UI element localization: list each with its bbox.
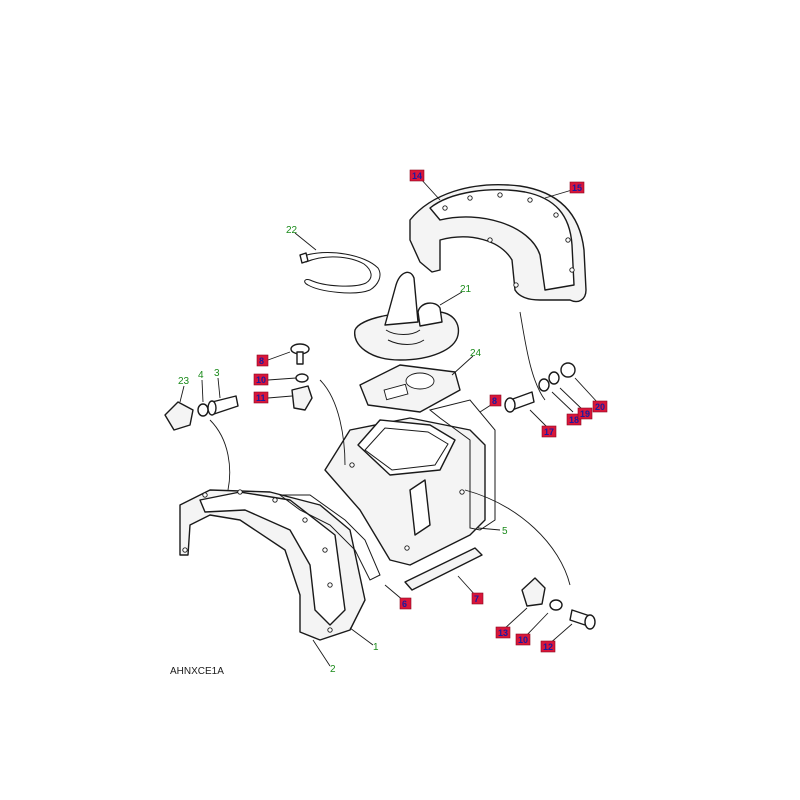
callout-3: 3 — [214, 368, 220, 379]
callout-8-left: 8 — [256, 354, 269, 367]
svg-text:22: 22 — [286, 225, 298, 236]
callout-17: 17 — [541, 425, 557, 438]
callout-8-right: 8 — [489, 394, 502, 407]
svg-text:20: 20 — [595, 402, 605, 412]
leader-lines — [179, 177, 599, 667]
svg-text:15: 15 — [572, 183, 582, 193]
svg-text:17: 17 — [544, 427, 554, 437]
svg-text:4: 4 — [198, 370, 204, 381]
svg-text:11: 11 — [256, 393, 266, 403]
callout-10-bottom: 10 — [515, 633, 531, 646]
svg-text:7: 7 — [474, 594, 479, 604]
svg-text:18: 18 — [569, 415, 579, 425]
svg-text:23: 23 — [178, 376, 190, 387]
callout-19: 19 — [577, 407, 593, 420]
callout-6: 6 — [399, 597, 412, 610]
svg-text:24: 24 — [470, 348, 482, 359]
callout-23: 23 — [178, 376, 190, 387]
seal-plate-part — [359, 364, 461, 413]
callout-14: 14 — [409, 169, 425, 182]
svg-text:12: 12 — [543, 642, 553, 652]
callout-22: 22 — [286, 225, 298, 236]
callout-2: 2 — [330, 664, 336, 675]
svg-text:10: 10 — [256, 375, 266, 385]
svg-text:2: 2 — [330, 664, 336, 675]
callout-12: 12 — [540, 640, 556, 653]
seal-strip-part — [404, 547, 483, 591]
svg-text:19: 19 — [580, 409, 590, 419]
svg-text:1: 1 — [373, 642, 379, 653]
gear-lever-gaiter-part — [354, 271, 460, 361]
svg-text:10: 10 — [518, 635, 528, 645]
svg-text:8: 8 — [492, 396, 497, 406]
svg-text:8: 8 — [259, 356, 264, 366]
callout-24: 24 — [470, 348, 482, 359]
lower-tunnel-flange-part — [179, 489, 381, 641]
gasket-part — [428, 399, 496, 531]
callout-20: 20 — [592, 400, 608, 413]
diagram-reference-code: AHNXCE1A — [170, 666, 224, 677]
callout-11-left: 11 — [253, 391, 269, 404]
bolt-washer-nut-group-right — [504, 362, 576, 413]
callout-10-left: 10 — [253, 373, 269, 386]
callout-5: 5 — [502, 526, 508, 537]
callout-15: 15 — [569, 181, 585, 194]
svg-text:21: 21 — [460, 284, 472, 295]
callout-7: 7 — [471, 592, 484, 605]
svg-text:6: 6 — [402, 599, 407, 609]
svg-text:5: 5 — [502, 526, 508, 537]
callout-21: 21 — [460, 284, 472, 295]
spring-clip-part — [299, 252, 381, 294]
screw-washer-nut-group-bottom — [521, 577, 596, 630]
screw-washer-nut-group-side — [164, 395, 239, 431]
gearbox-tunnel-housing-part — [324, 417, 486, 566]
screw-washer-nut-group-left — [290, 343, 313, 411]
callout-4: 4 — [198, 370, 204, 381]
callout-13: 13 — [495, 626, 511, 639]
upper-tunnel-cover-part — [409, 183, 587, 303]
svg-text:14: 14 — [412, 171, 422, 181]
callout-1: 1 — [373, 642, 379, 653]
svg-text:3: 3 — [214, 368, 220, 379]
svg-text:13: 13 — [498, 628, 508, 638]
callout-18: 18 — [566, 413, 582, 426]
